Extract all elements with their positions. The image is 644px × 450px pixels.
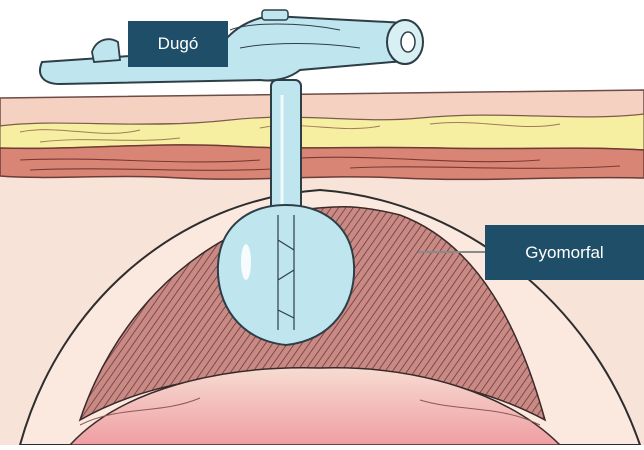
stomach-wall-label: Gyomorfal	[485, 225, 644, 280]
muscle-layer	[0, 145, 644, 180]
plug-tab	[92, 39, 120, 62]
tube-stem	[271, 80, 301, 220]
plug-label: Dugó	[128, 21, 228, 67]
